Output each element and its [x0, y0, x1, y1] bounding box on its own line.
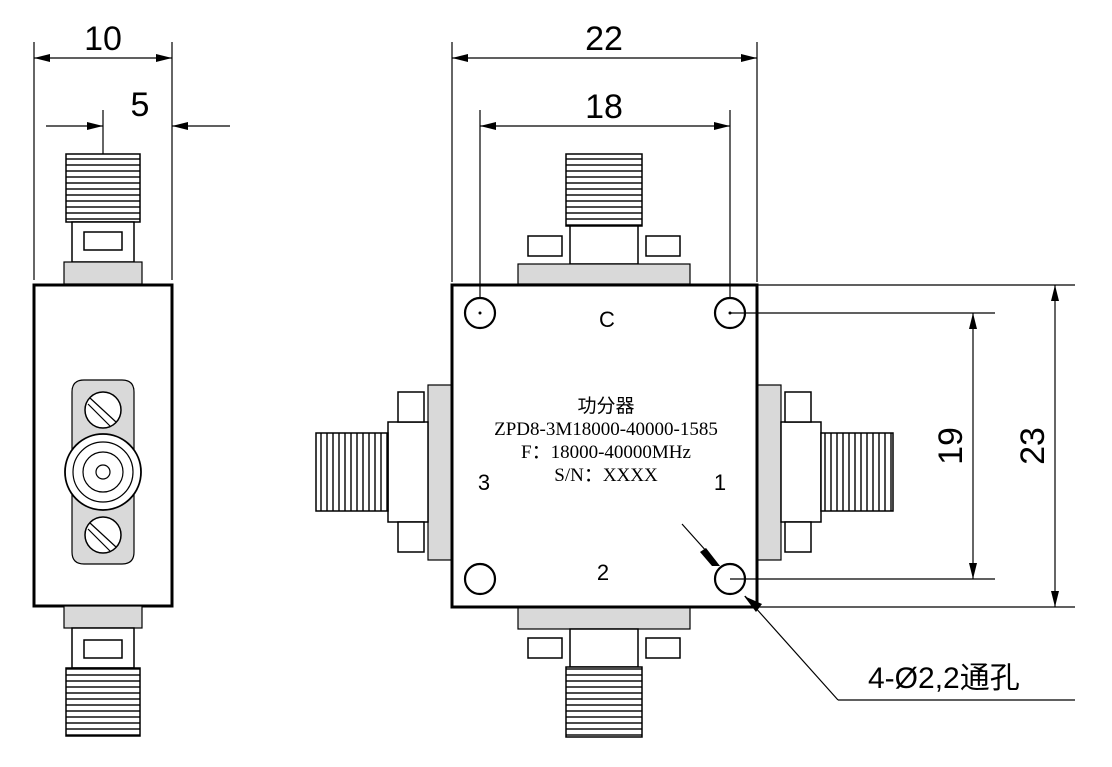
label-line-2: ZPD8-3M18000-40000-1585 [494, 419, 718, 440]
dim-body-height-label: 23 [1014, 427, 1052, 465]
port-label-3: 3 [478, 470, 490, 495]
product-label: 功分器 ZPD8-3M18000-40000-1585 F：18000-4000… [494, 395, 718, 486]
dim-hole-spacing-y-label: 19 [932, 427, 970, 465]
dim-hole-spacing-x-label: 18 [585, 88, 623, 126]
dim-hole-spacing-y: 19 [730, 312, 995, 580]
front-left-connector [315, 384, 453, 561]
hole-callout: 4-Ø2,2通孔 [681, 523, 1075, 701]
dim-side-width-label: 10 [84, 20, 122, 58]
label-line-1: 功分器 [577, 395, 634, 417]
dim-side-half-label: 5 [131, 86, 150, 124]
side-bottom-connector [63, 605, 143, 737]
hole-bottom-left [463, 562, 497, 596]
front-view: 22 18 [315, 20, 1075, 738]
dim-hole-spacing-x: 18 [479, 88, 731, 310]
dim-body-width: 22 [451, 20, 758, 282]
dim-side-width: 10 [33, 20, 173, 280]
port-label-common: C [599, 307, 615, 332]
label-line-4: S/N：XXXX [554, 465, 658, 486]
side-connector-face [64, 379, 142, 565]
port-label-2: 2 [597, 560, 609, 585]
dim-side-half: 5 [46, 86, 230, 160]
dim-body-height: 23 [757, 284, 1075, 608]
side-top-connector [63, 153, 143, 285]
front-right-connector [756, 384, 894, 561]
front-bottom-connector [517, 606, 691, 738]
side-view: 10 5 [32, 20, 230, 737]
front-top-connector [517, 153, 691, 285]
port-label-1: 1 [714, 470, 726, 495]
hole-note: 4-Ø2,2通孔 [868, 662, 1020, 695]
dim-body-width-label: 22 [585, 20, 623, 58]
label-line-3: F：18000-40000MHz [521, 442, 691, 463]
front-body [450, 283, 759, 609]
